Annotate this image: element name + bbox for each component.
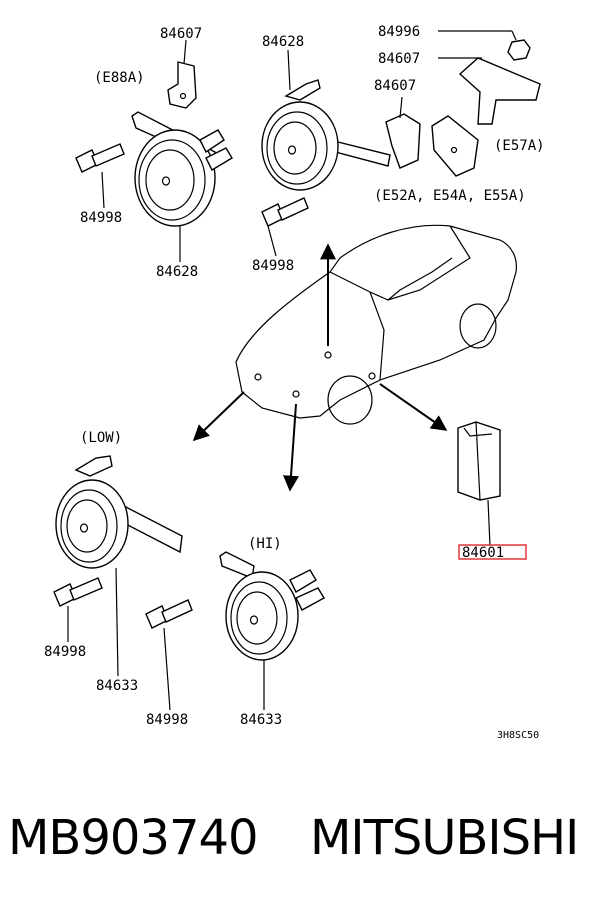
label-low: (LOW) — [80, 430, 122, 446]
label-84998-a: 84998 — [80, 210, 122, 226]
horn-low — [55, 455, 183, 569]
leader-lines — [67, 30, 517, 711]
label-84628-bottom: 84628 — [156, 264, 198, 280]
label-84607-top: 84607 — [160, 26, 202, 42]
bracket-upper-right — [385, 39, 541, 177]
label-84998-c: 84998 — [44, 644, 86, 660]
brand-name: MITSUBISHI — [310, 810, 579, 866]
drawing-code: 3H8SC50 — [497, 730, 539, 741]
arrow-hi — [283, 403, 299, 492]
horn-hi — [219, 551, 325, 661]
bolt-84998-b — [261, 197, 309, 227]
relay-84601 — [457, 421, 501, 501]
label-84607-right2: 84607 — [374, 78, 416, 94]
bolt-84998-a — [75, 143, 125, 173]
label-84998-d: 84998 — [146, 712, 188, 728]
label-84601: 84601 — [462, 545, 504, 561]
label-e57a: (E57A) — [494, 138, 545, 154]
label-e52a: (E52A, E54A, E55A) — [374, 188, 526, 204]
highlight-box-84601 — [458, 544, 527, 560]
part-footer: MB903740 MITSUBISHI — [0, 800, 600, 880]
car-outline — [235, 224, 517, 425]
label-e88a: (E88A) — [94, 70, 145, 86]
label-84633-b: 84633 — [240, 712, 282, 728]
horn-upper-middle — [261, 79, 391, 191]
bolt-84998-d — [145, 599, 193, 629]
label-84633-a: 84633 — [96, 678, 138, 694]
arrow-low — [192, 391, 245, 442]
label-84996: 84996 — [378, 24, 420, 40]
label-84607-right1: 84607 — [378, 51, 420, 67]
label-84628-top: 84628 — [262, 34, 304, 50]
horn-upper-left — [131, 61, 233, 227]
label-84998-b: 84998 — [252, 258, 294, 274]
part-number: MB903740 — [8, 810, 259, 866]
label-hi: (HI) — [248, 536, 282, 552]
bolt-84998-c — [53, 577, 103, 607]
arrow-relay — [379, 383, 448, 431]
